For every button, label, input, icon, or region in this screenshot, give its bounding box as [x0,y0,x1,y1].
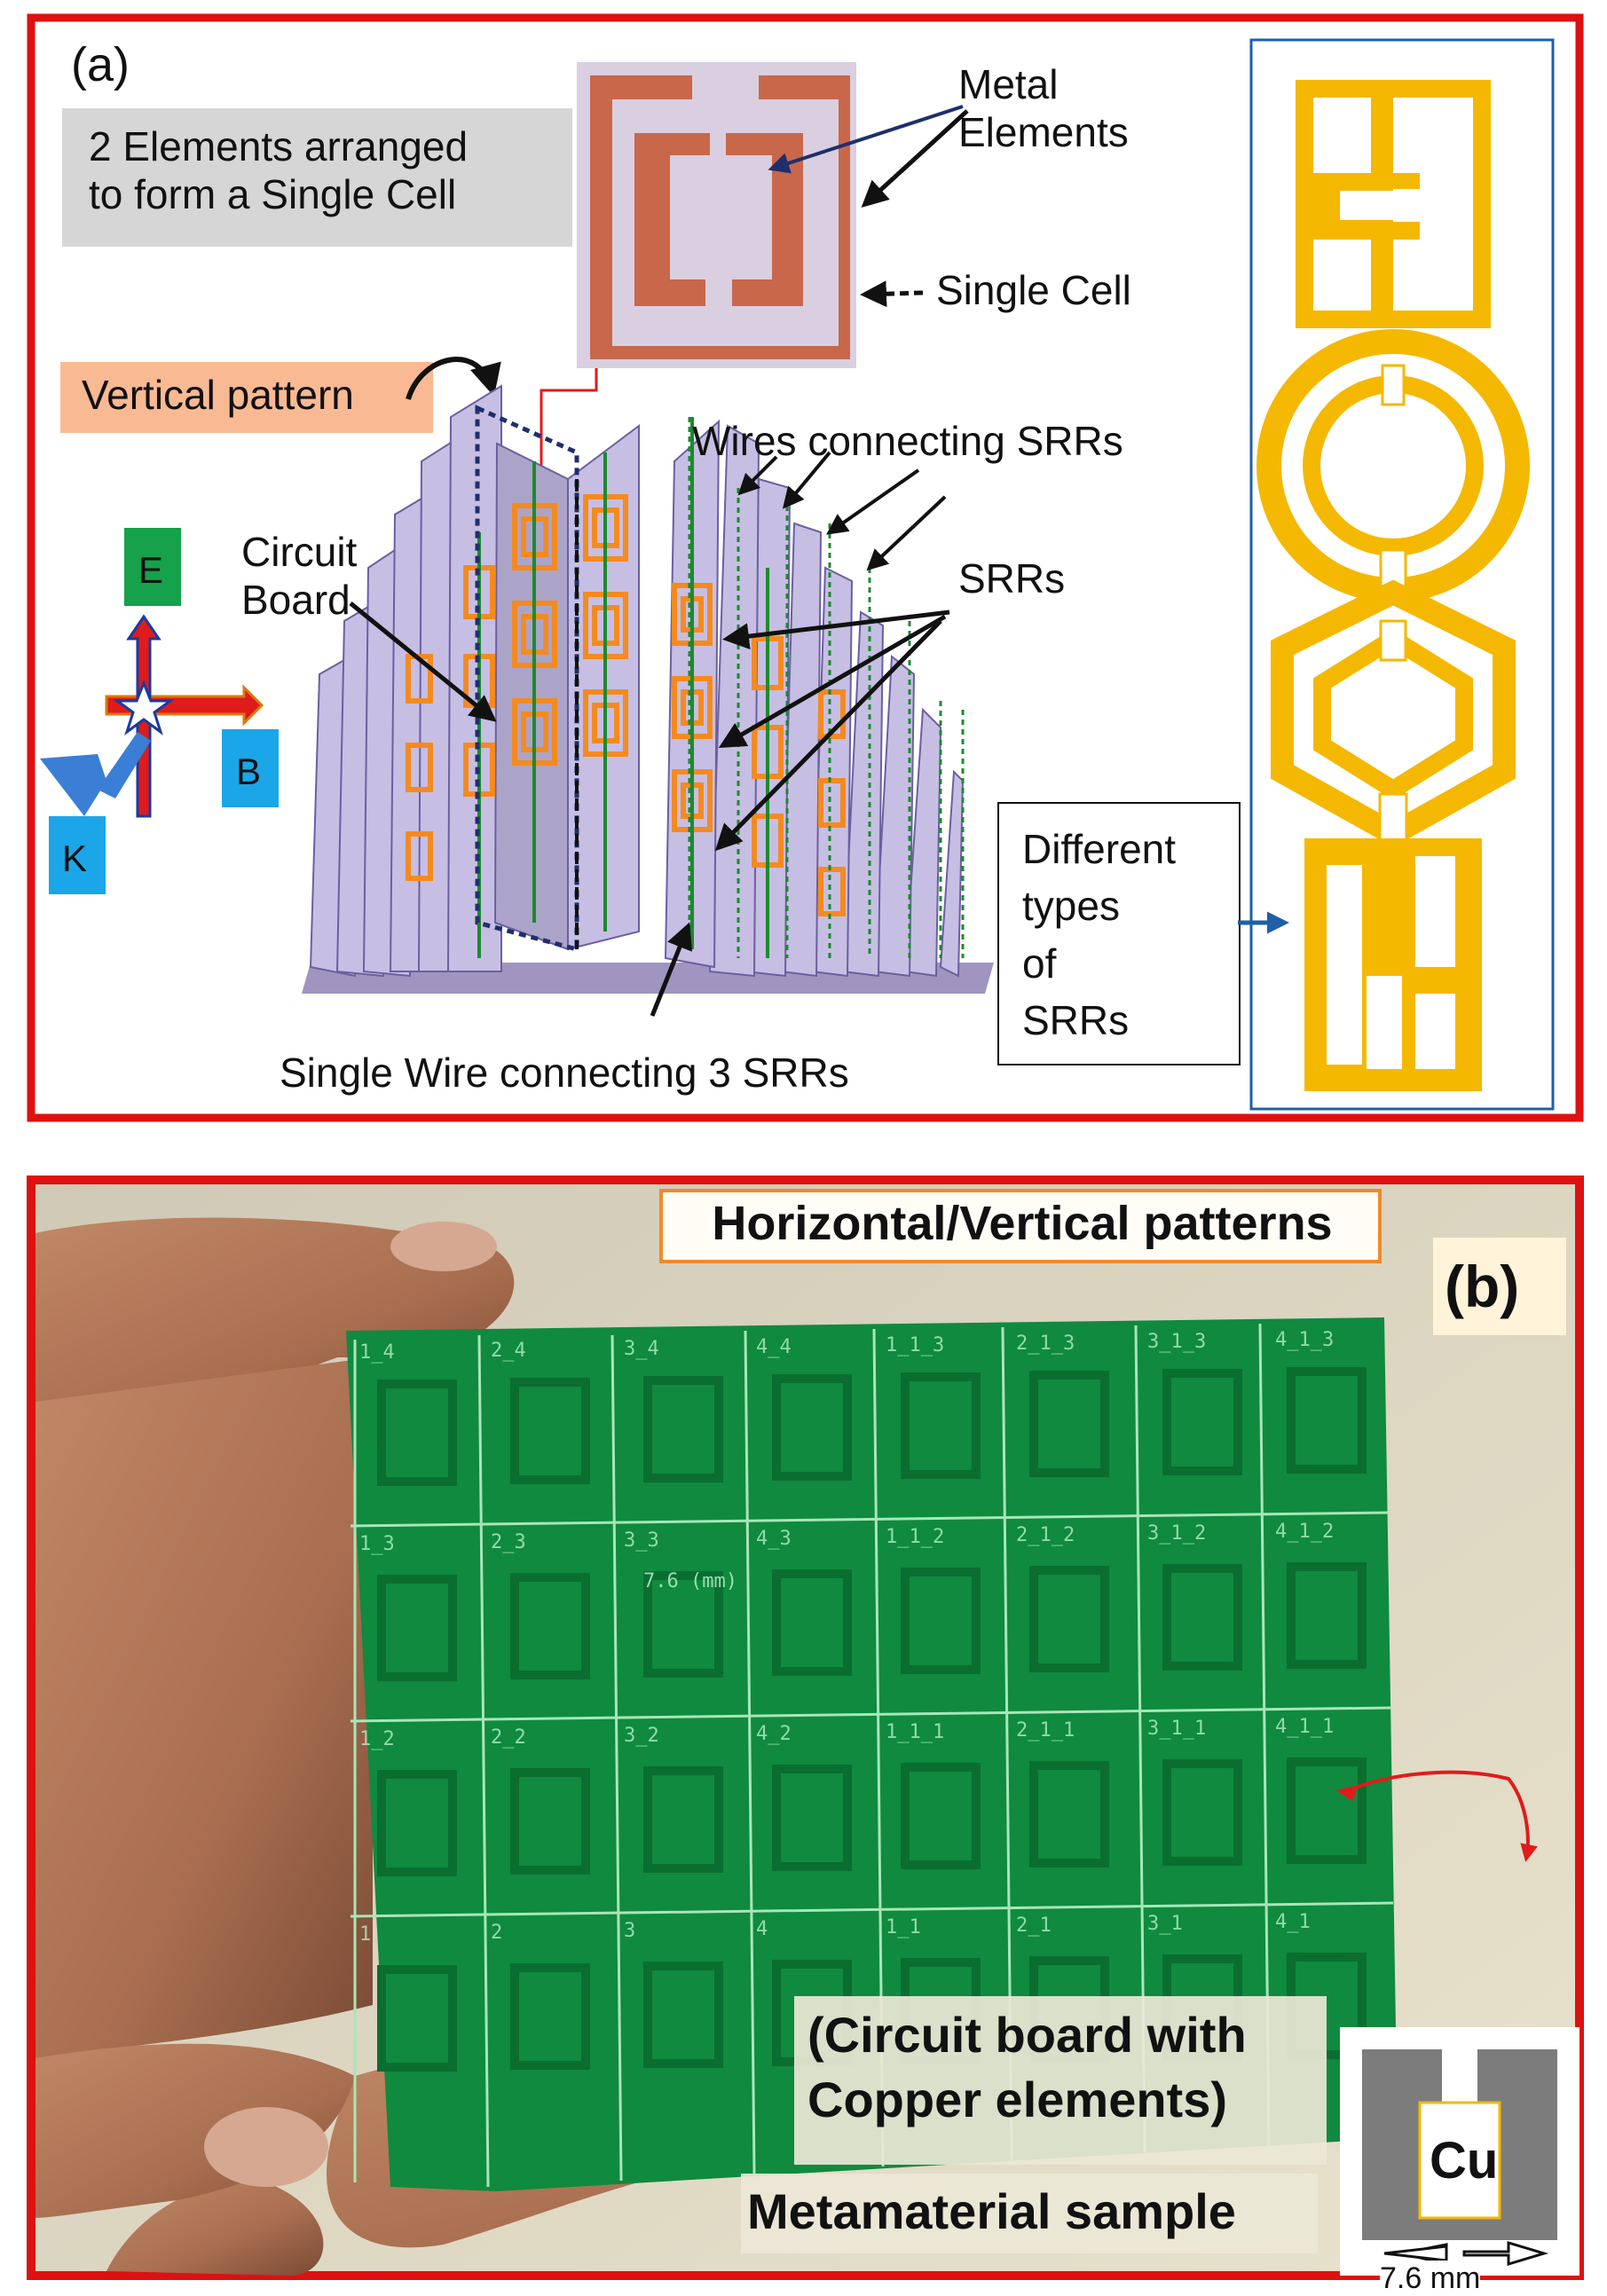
grid-label: 3_3 [624,1529,659,1552]
metamaterial-structure [302,384,994,994]
single-wire-label: Single Wire connecting 3 SRRs [280,1050,849,1096]
board-grid [350,1323,1394,2188]
panel-b: Horizontal/Vertical patterns (b) (Circui… [0,1153,1607,2296]
connector-arrow [1348,1770,1538,1862]
grid-label: 1_4 [359,1341,395,1364]
cu-element [1362,2049,1557,2240]
grid-label: 4 [756,1918,768,1940]
circuit-board-label: Circuit Board [241,529,358,624]
grid-label: 3_1 [1147,1913,1183,1935]
circuit-board-arrow [349,602,497,722]
single-cell-arrow [860,280,924,308]
dimension-label: 7.6 mm [1380,2261,1481,2296]
grid-label: 3_2 [624,1725,659,1747]
single-cell-label: Single Cell [936,267,1131,313]
single-cell-graphic [577,62,856,368]
grid-label: 2_1_3 [1016,1333,1075,1355]
panel-b-frame [27,1176,1584,2280]
grid-label: 3 [624,1920,636,1942]
srrs-label: SRRs [958,555,1066,602]
field-e-label: E [138,549,164,591]
fingernail [204,2107,328,2187]
single-wire-arrow [650,922,693,1017]
thumbnail [390,1222,497,1271]
different-types-label: Different types of SRRs [1022,826,1177,1044]
vertical-pattern-box [60,362,433,433]
grid-label: 4_1_3 [1275,1329,1335,1351]
cu-label: Cu [1430,2132,1499,2190]
panel-b-photo [27,1176,1584,2280]
grid-label: 2 [491,1922,503,1944]
vertical-pattern-arrow [406,357,501,400]
wires-arrows [737,451,947,571]
circuit-note: (Circuit board with Copper elements) [807,2007,1247,2127]
grid-label: 1_1_1 [886,1721,945,1743]
grid-label: 3_1_3 [1147,1331,1207,1353]
grid-label: 4_1 [1275,1911,1311,1933]
grid-label: 4_4 [756,1336,792,1358]
circuit-note-box [794,1996,1327,2165]
field-k-label: K [62,837,88,879]
panel-b-tag: (b) [1445,1254,1520,1319]
types-box [997,802,1241,1065]
grid-label: 4_2 [756,1723,792,1745]
panel-a-tag: (a) [71,38,130,91]
grid-label: 1_1_2 [886,1526,945,1548]
board-grid-labels: 1_4 2_4 3_4 4_4 1_1_3 2_1_3 3_1_3 4_1_3 1_3 2_3 3_… [0,1153,1607,2294]
green-board [346,1317,1398,2191]
single-cell-caption: 2 Elements arranged to form a Single Cel… [89,123,469,218]
grid-label: 2_1_2 [1016,1524,1075,1546]
grid-label: 4_1_1 [1275,1716,1335,1738]
board-dimension-note: 7.6 (mm) [643,1570,737,1592]
sample-label-box [741,2174,1318,2253]
grid-label: 4_3 [756,1528,792,1550]
metal-elements-label: Metal Elements [958,61,1129,156]
metal-arrow-outer [861,109,969,208]
patterns-title: Horizontal/Vertical patterns [712,1197,1333,1250]
field-axes-icon [40,528,279,894]
grid-label: 2_4 [491,1340,526,1362]
srr-types-graphic [1256,80,1530,1091]
grid-label: 3_4 [624,1338,659,1360]
grid-label: 3_1_1 [1147,1718,1207,1740]
grid-label: 1_2 [359,1728,395,1750]
grid-label: 2_3 [491,1531,526,1553]
grid-label: 3_1_2 [1147,1522,1207,1545]
sample-label: Metamaterial sample [747,2183,1236,2239]
srr-arrows [714,609,950,852]
grid-label: 1 [359,1923,372,1946]
grid-label: 1_1_3 [886,1334,945,1356]
grid-label: 2_2 [491,1726,526,1749]
srr-types-frame [1249,38,1555,1111]
caption-box [62,108,572,247]
panel-a-drawing [27,13,1584,1122]
field-b-label: B [236,751,262,792]
metal-arrow-inner [768,105,964,174]
grid-label: 1_3 [359,1533,395,1555]
grid-label: 4_1_2 [1275,1521,1335,1543]
wires-connecting-label: Wires connecting SRRs [692,418,1123,464]
panel-a-frame [27,13,1584,1122]
panel-b-tag-box [1433,1238,1566,1335]
grid-label: 1_1 [886,1916,921,1938]
patterns-title-box [659,1189,1382,1263]
grid-label: 2_1_1 [1016,1719,1075,1742]
vertical-pattern-label: Vertical pattern [82,372,354,418]
panel-a: (a) 2 Elements arranged to form a Single… [0,0,1607,1127]
grid-label: 2_1 [1016,1915,1052,1937]
